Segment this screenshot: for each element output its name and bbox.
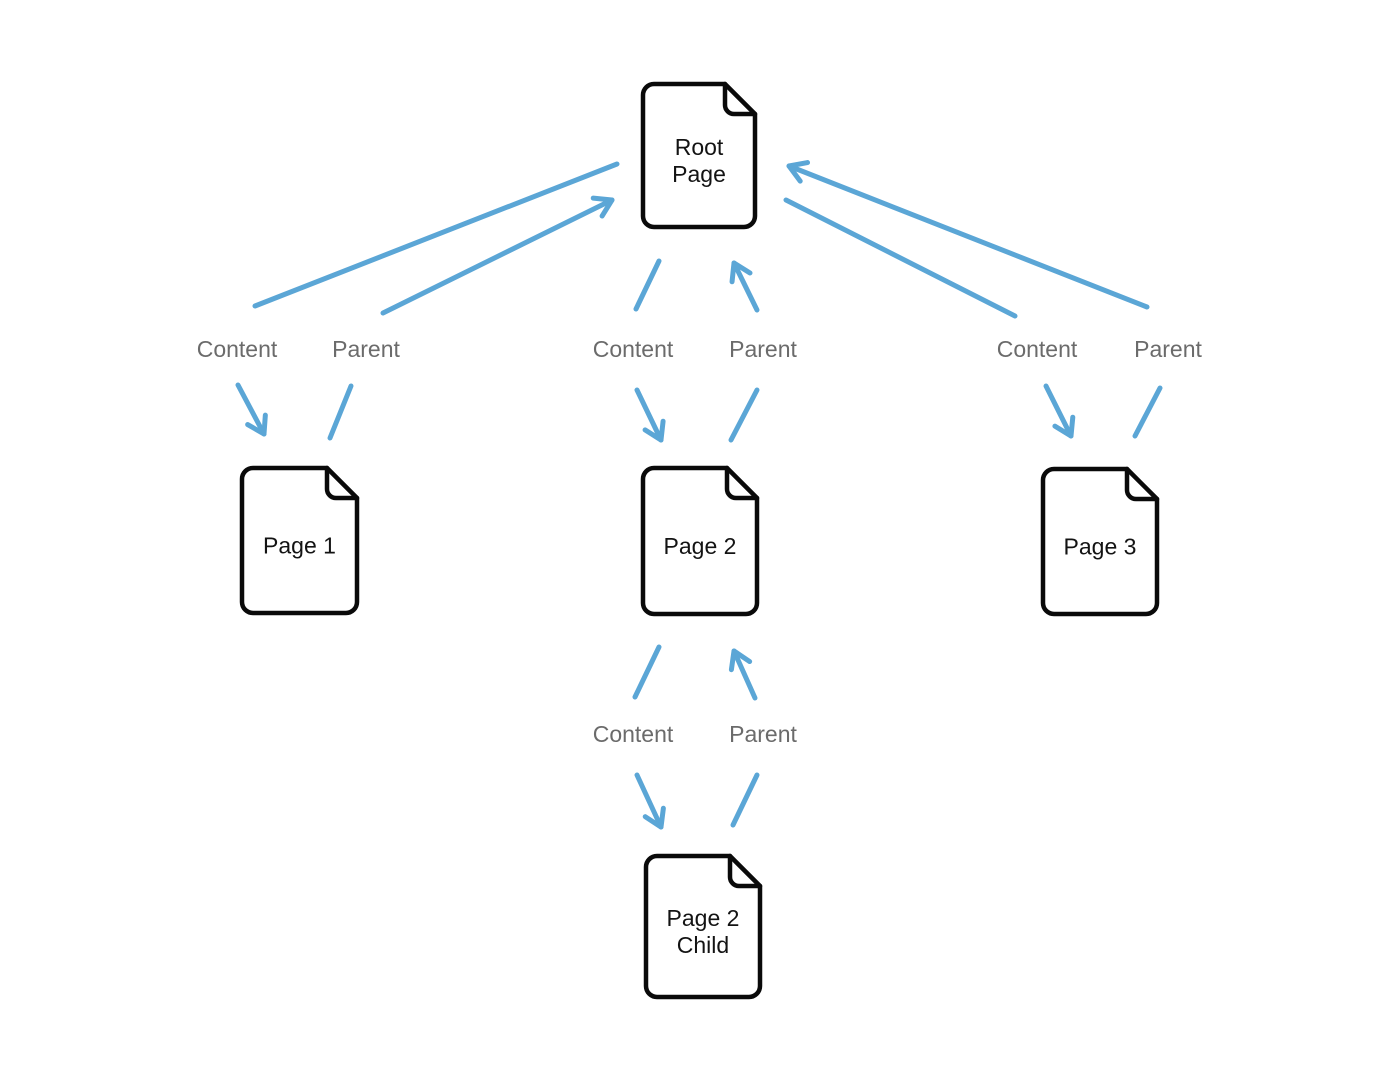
- root-page1-parent-upper-arrow: [380, 195, 615, 316]
- document-icon: [643, 853, 763, 1000]
- root-page2-content-label: Content: [593, 336, 674, 362]
- node-page-3: Page 3: [1040, 466, 1160, 617]
- root-page2-content-upper-arrow: [633, 258, 662, 312]
- root-page1-content-label: Content: [197, 336, 278, 362]
- node-page-2: Page 2: [640, 465, 760, 617]
- document-icon: [640, 81, 758, 230]
- page2-child-content-label: Content: [593, 721, 674, 747]
- node-page-1: Page 1: [239, 465, 360, 616]
- root-page1-content-lower-arrow: [235, 382, 268, 437]
- document-icon: [640, 465, 760, 617]
- root-page3-content-lower-arrow: [1043, 383, 1076, 439]
- root-page2-parent-label: Parent: [729, 336, 797, 362]
- node-label: Page 2: [664, 533, 737, 559]
- page2-child-parent-upper-arrow: [728, 648, 758, 701]
- node-label: Page 1: [263, 533, 336, 559]
- document-icon: [1040, 466, 1160, 617]
- document-icon: [239, 465, 360, 616]
- folded-corner-icon: [1124, 466, 1160, 502]
- root-page1-parent-label: Parent: [332, 336, 400, 362]
- root-page2-parent-lower-arrow: [728, 387, 760, 443]
- page2-child-content-upper-arrow: [632, 644, 662, 700]
- root-page3-parent-label: Parent: [1134, 336, 1202, 362]
- root-page3-parent-upper-arrow: [786, 160, 1150, 310]
- folded-corner-icon: [724, 465, 760, 501]
- root-page2-parent-upper-arrow: [729, 260, 760, 313]
- root-page3-content-upper-arrow: [783, 197, 1018, 319]
- folded-corner-icon: [324, 465, 360, 501]
- page2-child-parent-lower-arrow: [730, 772, 760, 828]
- folded-corner-icon: [727, 853, 763, 889]
- page2-child-content-lower-arrow: [634, 772, 666, 830]
- root-page3-parent-lower-arrow: [1132, 385, 1163, 439]
- page2-child-parent-label: Parent: [729, 721, 797, 747]
- root-page1-content-upper-arrow: [252, 161, 620, 309]
- folded-corner-icon: [722, 81, 758, 117]
- root-page1-parent-lower-arrow: [327, 383, 354, 441]
- node-label: Page 3: [1064, 534, 1137, 560]
- root-page2-content-lower-arrow: [634, 387, 666, 443]
- root-page3-content-label: Content: [997, 336, 1078, 362]
